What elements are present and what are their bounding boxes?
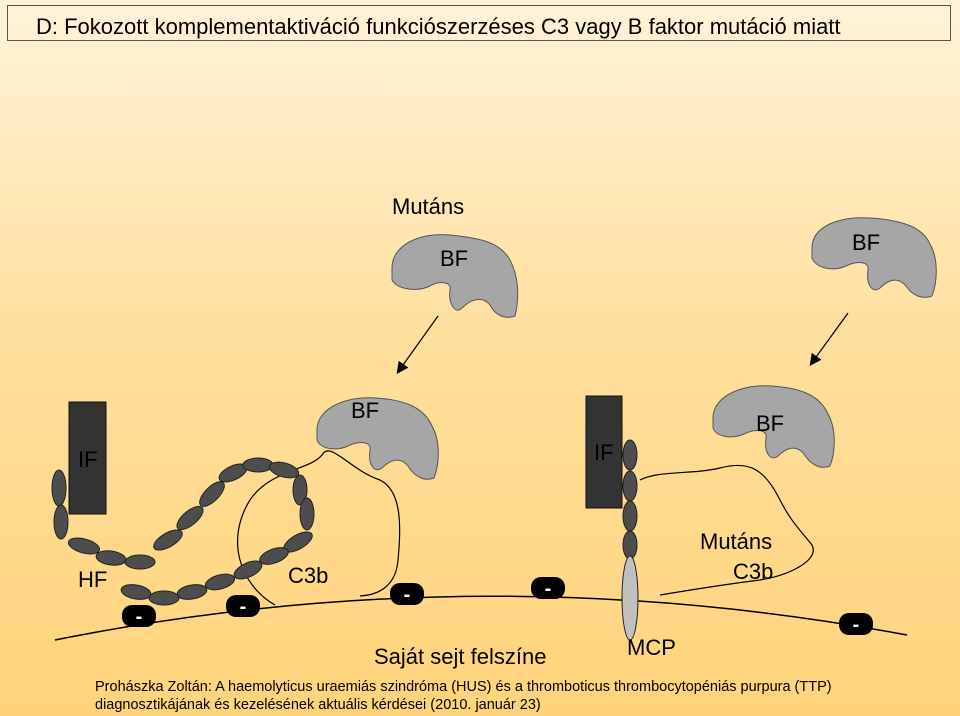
if-right-label: IF — [594, 440, 614, 465]
hf-bead — [124, 554, 156, 570]
mcp-bead — [622, 500, 638, 532]
bf-top-right-label: BF — [852, 230, 880, 255]
if-right-box — [585, 395, 623, 509]
minus-charge — [390, 583, 424, 605]
hf-bead — [148, 590, 180, 606]
mutant-c3b-label-line2: C3b — [733, 559, 773, 584]
hf-bead — [95, 550, 127, 566]
bf-top-right-shape — [811, 217, 937, 298]
minus-charge — [226, 595, 260, 617]
mcp-label: MCP — [627, 635, 676, 660]
hf-bead — [53, 504, 69, 540]
hf-bead — [176, 505, 204, 531]
hf-bead — [199, 481, 225, 507]
hf-bead — [242, 457, 274, 473]
hf-bead — [268, 461, 300, 479]
footer-citation: Prohászka Zoltán: A haemolyticus uraemiá… — [95, 678, 832, 714]
bf-left-label: BF — [351, 398, 379, 423]
slide-title: D: Fokozott komplementaktiváció funkciós… — [36, 14, 841, 39]
mcp-stalk — [621, 555, 639, 641]
mcp-bead — [622, 439, 638, 471]
c3b-left-label: C3b — [288, 563, 328, 588]
minus-sign: - — [545, 578, 552, 600]
mutant-c3b-label-line1: Mutáns — [700, 529, 772, 554]
c3b-left-loop — [236, 450, 401, 606]
mcp-bead — [622, 470, 638, 502]
hf-bead — [259, 547, 289, 565]
hf-bead — [204, 573, 236, 591]
footer-line1-rest: A haemolyticus uraemiás szindróma (HUS) … — [211, 679, 832, 695]
cell-surface-line — [54, 595, 908, 641]
negative-charges — [122, 577, 873, 635]
minus-sign: - — [404, 584, 411, 606]
hf-bead-chain — [51, 457, 315, 606]
hf-bead — [51, 469, 67, 507]
minus-sign: - — [240, 596, 247, 618]
cell-surface-label: Saját sejt felszíne — [374, 644, 546, 669]
hf-bead — [233, 560, 263, 580]
bf-right-label: BF — [756, 411, 784, 436]
minus-charge — [839, 613, 873, 635]
mcp-bead-chain — [621, 439, 639, 641]
arrow-right — [809, 312, 849, 366]
footer-line-1: Prohászka Zoltán: A haemolyticus uraemiá… — [95, 678, 832, 696]
minus-charge — [531, 577, 565, 599]
mutant-label-top: Mutáns — [392, 194, 464, 219]
arrow-left — [396, 315, 439, 374]
hf-bead — [120, 584, 152, 600]
bf-mutant-top-label: BF — [440, 246, 468, 271]
footer-author: Prohászka Zoltán: — [95, 679, 212, 695]
footer-line-2: diagnosztikájának és kezelésének aktuáli… — [95, 697, 541, 713]
mcp-bead — [622, 530, 638, 560]
minus-sign: - — [853, 614, 860, 636]
hf-bead — [176, 584, 208, 600]
c3b-right-loop — [639, 464, 814, 596]
minus-sign: - — [136, 606, 143, 628]
title-box: D: Fokozott komplementaktiváció funkciós… — [7, 5, 951, 41]
hf-bead — [153, 529, 183, 551]
if-left-label: IF — [78, 447, 98, 472]
hf-bead — [299, 497, 315, 531]
minus-charge — [122, 605, 156, 627]
bf-mutant-top-shape — [391, 234, 519, 318]
bf-left-shape — [316, 397, 439, 480]
if-left-box — [68, 401, 107, 515]
bf-right-shape — [712, 385, 835, 468]
hf-bead — [67, 537, 101, 555]
hf-label: HF — [78, 567, 107, 592]
hf-bead — [292, 474, 308, 506]
